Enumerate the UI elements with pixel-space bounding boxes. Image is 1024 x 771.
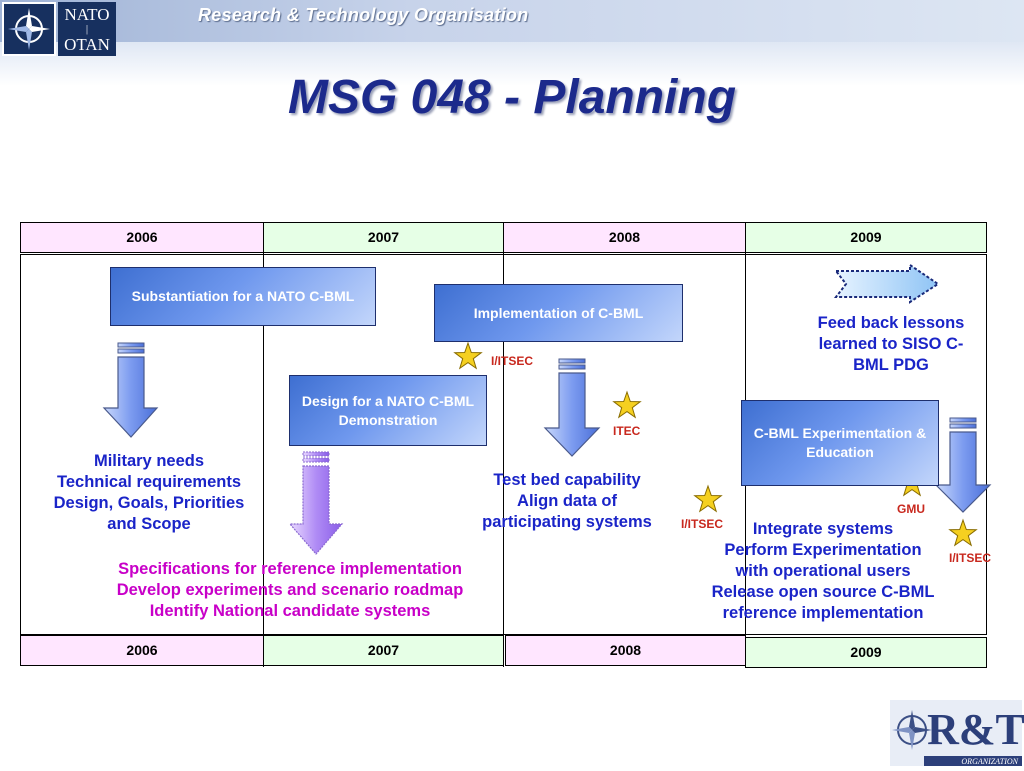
right-arrow-feedback xyxy=(833,263,940,304)
year-top-2009: 2009 xyxy=(745,222,987,253)
nato-logo-line-2: OTAN xyxy=(64,35,110,54)
year-bottom-2007: 2007 xyxy=(263,635,504,666)
event-label-itsec-2007: I/ITSEC xyxy=(491,354,534,368)
header-band xyxy=(0,0,1024,42)
rt-organization-logo: R&T ORGANIZATION xyxy=(890,700,1024,766)
note-integrate: Integrate systems Perform Experimentatio… xyxy=(711,520,935,622)
down-arrow-2008 xyxy=(543,358,601,457)
box-design: Design for a NATO C-BML Demonstration xyxy=(289,375,487,446)
box-experimentation: C-BML Experimentation & Education xyxy=(741,400,939,486)
grid-divider xyxy=(503,222,504,667)
rt-logo-caption: ORGANIZATION xyxy=(961,757,1018,766)
year-bottom-2009: 2009 xyxy=(745,637,987,668)
star-icon xyxy=(453,341,483,370)
down-arrow-2007 xyxy=(288,451,344,555)
year-top-2006: 2006 xyxy=(20,222,264,253)
grid-divider xyxy=(263,222,264,667)
nato-logo-line-1: NATO xyxy=(64,5,110,24)
rt-logo-letters: R&T xyxy=(927,705,1024,754)
year-bottom-2006: 2006 xyxy=(20,635,264,666)
down-arrow-2006 xyxy=(102,342,159,438)
header-wave xyxy=(0,42,1024,86)
note-specifications: Specifications for reference implementat… xyxy=(116,560,464,620)
star-icon xyxy=(948,518,978,547)
year-bottom-2008: 2008 xyxy=(505,635,746,666)
nato-logo-text: NATO | OTAN xyxy=(58,2,116,56)
header-title: Research & Technology Organisation xyxy=(198,5,529,25)
year-top-2007: 2007 xyxy=(263,222,504,253)
event-label-itec-2008: ITEC xyxy=(613,424,641,438)
note-testbed: Test bed capability Align data of partic… xyxy=(482,471,652,531)
event-label-gmu-2009: GMU xyxy=(897,502,925,516)
down-arrow-2009 xyxy=(934,417,992,513)
event-label-itsec-2008: I/ITSEC xyxy=(681,517,724,531)
nato-compass-icon xyxy=(2,2,56,56)
year-top-2008: 2008 xyxy=(503,222,746,253)
box-implementation: Implementation of C-BML xyxy=(434,284,683,342)
note-feedback: Feed back lessons learned to SISO C- BML… xyxy=(817,314,965,374)
note-military-needs: Military needs Technical requirements De… xyxy=(53,452,245,533)
event-label-itsec-2009: I/ITSEC xyxy=(949,551,992,565)
star-icon xyxy=(612,390,642,419)
box-substantiation: Substantiation for a NATO C-BML xyxy=(110,267,376,326)
star-icon xyxy=(693,484,723,513)
page-title: MSG 048 - Planning xyxy=(287,71,737,124)
compass-icon xyxy=(892,710,932,750)
